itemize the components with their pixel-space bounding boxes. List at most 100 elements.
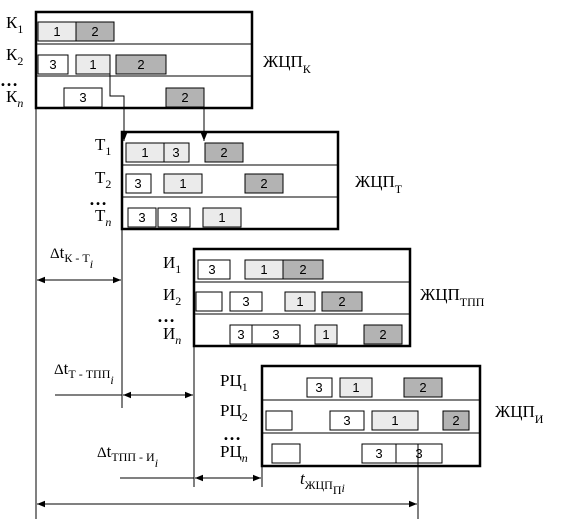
interval-pi-label: ΔtТПП - Иi bbox=[97, 442, 158, 470]
stage-cell: 3 bbox=[395, 443, 443, 464]
interval-kt-label: ΔtК - Тi bbox=[50, 243, 93, 271]
stage-cell: 2 bbox=[363, 324, 403, 345]
svg-text:2: 2 bbox=[91, 24, 98, 39]
svg-text:2: 2 bbox=[419, 380, 426, 395]
block-i: И1 И2 … Иn 3 1 2 3 1 2 3 3 1 2 ЖЦПТПП bbox=[157, 247, 485, 348]
stage-cell: 1 bbox=[339, 377, 373, 398]
ellipsis-k: … bbox=[0, 70, 18, 90]
interval-tp-label: ΔtТ - ТППi bbox=[54, 359, 114, 387]
svg-text:1: 1 bbox=[218, 210, 225, 225]
stage-cell: 1 bbox=[371, 410, 419, 431]
stage-cell bbox=[195, 291, 223, 312]
block-i-frame bbox=[192, 247, 412, 348]
stage-cell: 1 bbox=[314, 324, 338, 345]
stage-cell: 1 bbox=[202, 207, 242, 228]
svg-text:2: 2 bbox=[181, 90, 188, 105]
stage-cell: 2 bbox=[115, 54, 167, 75]
svg-text:1: 1 bbox=[352, 380, 359, 395]
block-t-frame bbox=[120, 130, 340, 231]
svg-text:2: 2 bbox=[299, 262, 306, 277]
svg-text:2: 2 bbox=[379, 327, 386, 342]
stage-cell: 3 bbox=[306, 377, 333, 398]
stage-cell bbox=[265, 410, 293, 431]
svg-text:1: 1 bbox=[89, 57, 96, 72]
block-label-i: ЖЦПТПП bbox=[420, 285, 485, 309]
svg-text:3: 3 bbox=[237, 327, 244, 342]
stage-cell: 1 bbox=[75, 54, 111, 75]
svg-text:3: 3 bbox=[79, 90, 86, 105]
stage-cell: 3 bbox=[329, 410, 365, 431]
svg-text:3: 3 bbox=[172, 145, 179, 160]
stage-cell: 3 bbox=[229, 291, 263, 312]
stage-cell: 2 bbox=[403, 377, 443, 398]
stage-cell: 2 bbox=[165, 87, 205, 108]
block-label-t: ЖЦПТ bbox=[355, 172, 403, 196]
svg-text:2: 2 bbox=[338, 294, 345, 309]
stage-cell: 1 bbox=[37, 21, 77, 42]
stage-cell: 2 bbox=[282, 259, 324, 280]
svg-text:3: 3 bbox=[343, 413, 350, 428]
row-label-t2: Т2 bbox=[95, 168, 111, 191]
row-label-r1: РЦ1 bbox=[220, 371, 248, 394]
ellipsis-r: … bbox=[223, 424, 241, 444]
svg-text:1: 1 bbox=[322, 327, 329, 342]
stage-cell: 2 bbox=[75, 21, 115, 42]
ellipsis-i: … bbox=[157, 306, 175, 326]
connector-kn-to-t1 bbox=[109, 74, 128, 141]
stage-cell: 2 bbox=[442, 410, 470, 431]
row-label-t1: Т1 bbox=[95, 135, 111, 158]
stage-cell: 3 bbox=[157, 207, 191, 228]
stage-cell: 1 bbox=[244, 259, 284, 280]
svg-text:2: 2 bbox=[220, 145, 227, 160]
svg-text:3: 3 bbox=[134, 176, 141, 191]
stage-cell: 3 bbox=[251, 324, 301, 345]
interval-arrows bbox=[37, 276, 417, 508]
svg-text:3: 3 bbox=[138, 210, 145, 225]
row-label-i2: И2 bbox=[163, 285, 181, 308]
row-label-in: Иn bbox=[163, 324, 181, 347]
stage-cell: 1 bbox=[163, 173, 203, 194]
svg-text:1: 1 bbox=[260, 262, 267, 277]
connectors bbox=[109, 74, 208, 141]
block-r: РЦ1 РЦ2 … РЦn 3 1 2 3 1 2 3 3 ЖЦПИ bbox=[220, 364, 544, 468]
block-r-frame bbox=[260, 364, 482, 468]
svg-text:3: 3 bbox=[49, 57, 56, 72]
svg-text:3: 3 bbox=[208, 262, 215, 277]
row-label-kn: Кn bbox=[6, 87, 23, 110]
svg-text:3: 3 bbox=[242, 294, 249, 309]
svg-text:3: 3 bbox=[415, 446, 422, 461]
stage-cell: 3 bbox=[63, 87, 103, 108]
row-label-rn: РЦn bbox=[220, 442, 248, 465]
stage-cell: 3 bbox=[197, 259, 231, 280]
svg-text:2: 2 bbox=[137, 57, 144, 72]
stage-cell: 3 bbox=[37, 54, 69, 75]
stage-cell: 2 bbox=[204, 142, 244, 163]
row-label-k2: К2 bbox=[6, 45, 23, 68]
stage-cell: 2 bbox=[244, 173, 284, 194]
block-label-r: ЖЦПИ bbox=[495, 402, 544, 426]
svg-text:1: 1 bbox=[53, 24, 60, 39]
interval-total-label: tЖЦППi bbox=[300, 469, 345, 497]
svg-text:2: 2 bbox=[260, 176, 267, 191]
row-label-r2: РЦ2 bbox=[220, 401, 248, 424]
svg-text:1: 1 bbox=[179, 176, 186, 191]
svg-text:3: 3 bbox=[315, 380, 322, 395]
block-k: К1 К2 … Кn 1 2 3 1 2 3 2 ЖЦПК bbox=[0, 10, 312, 110]
svg-text:3: 3 bbox=[170, 210, 177, 225]
svg-text:1: 1 bbox=[391, 413, 398, 428]
stage-cell: 3 bbox=[127, 207, 157, 228]
stage-cell: 2 bbox=[321, 291, 363, 312]
block-label-k: ЖЦПК bbox=[263, 52, 312, 76]
stage-cell: 3 bbox=[163, 142, 190, 163]
stage-cell: 3 bbox=[125, 173, 152, 194]
stage-cell: 3 bbox=[229, 324, 253, 345]
stage-cell: 1 bbox=[284, 291, 316, 312]
stage-cell bbox=[271, 443, 301, 464]
stage-cell: 1 bbox=[125, 142, 165, 163]
svg-text:1: 1 bbox=[141, 145, 148, 160]
svg-text:2: 2 bbox=[452, 413, 459, 428]
reference-lines bbox=[35, 108, 419, 519]
row-label-i1: И1 bbox=[163, 253, 181, 276]
block-t: Т1 Т2 … Тn 1 3 2 3 1 2 3 3 1 ЖЦПТ bbox=[89, 130, 403, 231]
